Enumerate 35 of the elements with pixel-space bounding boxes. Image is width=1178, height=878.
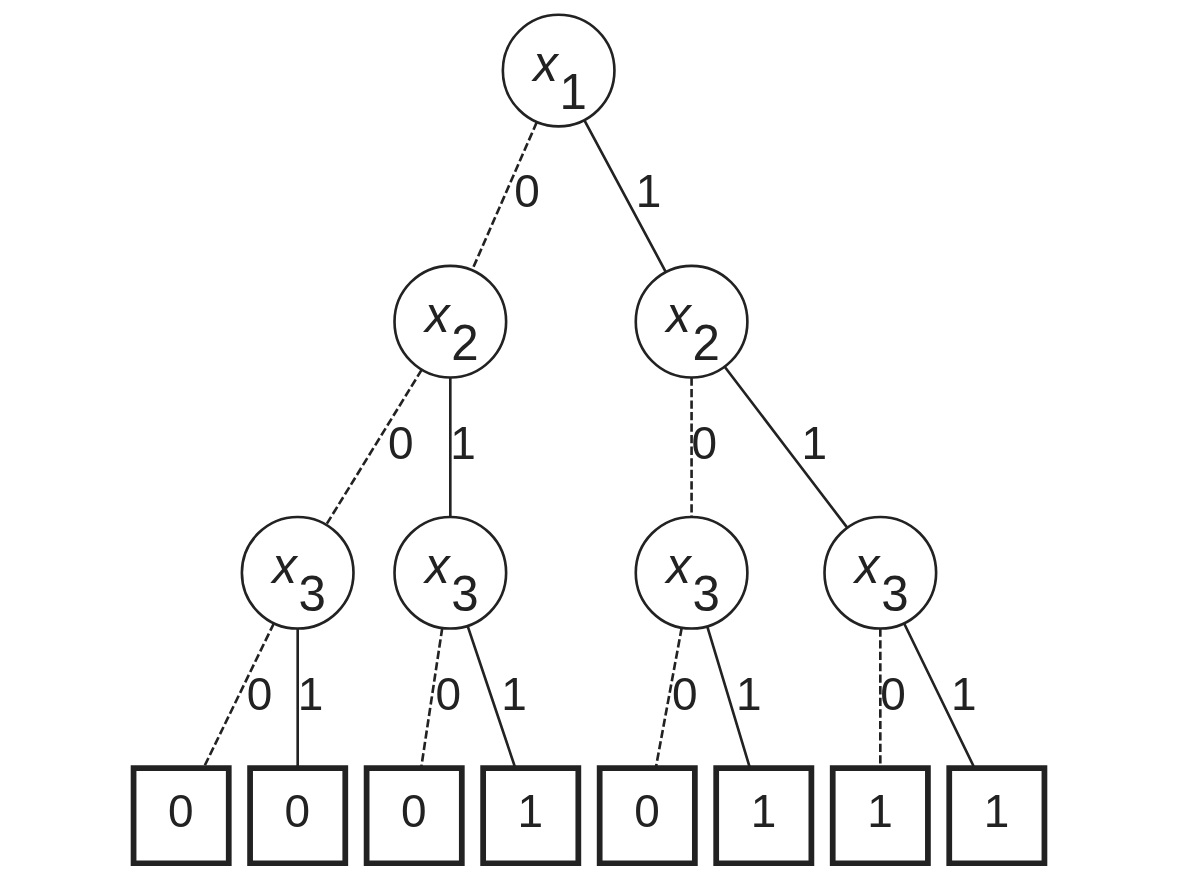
edge-label: 1: [801, 416, 828, 469]
node-box: 1: [829, 765, 931, 867]
connector: [723, 366, 849, 529]
edge-label: 0: [691, 416, 718, 469]
node-box: 1: [713, 765, 815, 867]
connector: [690, 377, 693, 517]
edge-label: 1: [635, 165, 662, 218]
node-box: 1: [480, 765, 582, 867]
connector: [449, 377, 452, 517]
connector: [325, 369, 423, 526]
connector: [296, 628, 299, 768]
connector: [419, 628, 444, 768]
node-box: 0: [596, 765, 698, 867]
edge-label: 1: [501, 667, 527, 720]
node-box: 0: [130, 765, 232, 867]
connector: [202, 622, 275, 769]
node-box: 0: [247, 765, 349, 867]
connector: [583, 119, 667, 273]
edge-label: 1: [450, 416, 476, 469]
edge-label: 1: [297, 667, 324, 720]
connector: [654, 627, 683, 768]
edge-label: 0: [387, 416, 414, 469]
edge-label: 1: [735, 667, 762, 720]
edge-label: 0: [246, 667, 273, 720]
connector: [903, 622, 976, 769]
edge-label: 1: [950, 667, 977, 720]
connector: [706, 626, 752, 769]
edge-label: 0: [880, 667, 906, 720]
node-box: 1: [946, 765, 1048, 867]
connector: [471, 121, 538, 271]
edge-label: 0: [514, 165, 540, 218]
node-box: 0: [363, 765, 465, 867]
edge-label: 0: [671, 667, 698, 720]
edge-label: 0: [435, 667, 462, 720]
connector: [466, 625, 517, 769]
